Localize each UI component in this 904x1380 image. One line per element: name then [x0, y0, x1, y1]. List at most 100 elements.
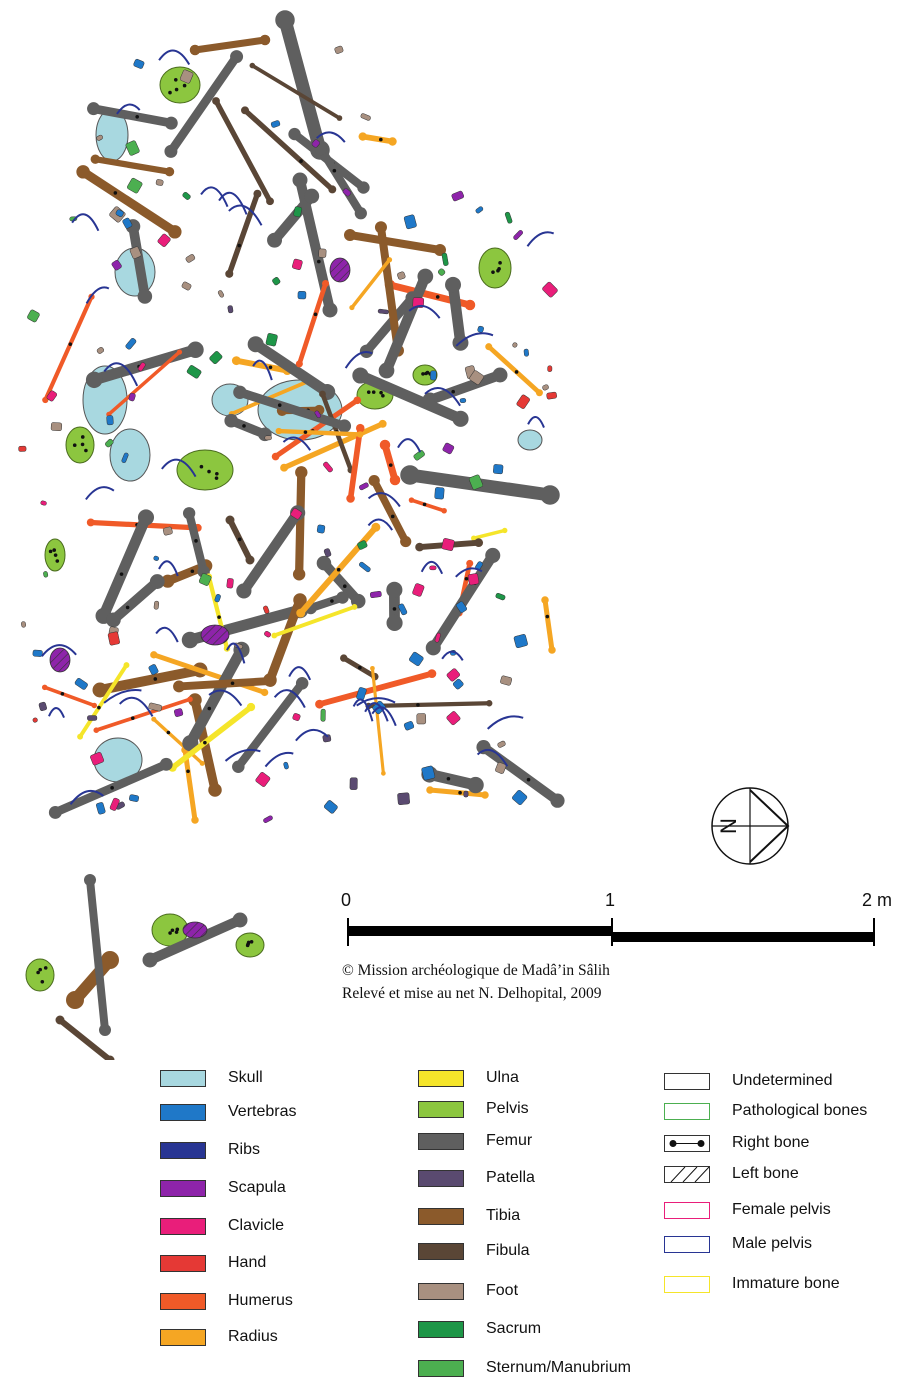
right-bone-dot — [245, 943, 250, 948]
scale-label-1: 1 — [605, 890, 616, 910]
legend-label: Humerus — [228, 1292, 293, 1309]
vertebras-fragment — [121, 452, 129, 463]
right-bone-dot — [237, 243, 242, 248]
tibia-epiphysis — [259, 34, 271, 46]
tibia-bone — [376, 223, 402, 355]
sacrum-fragment — [441, 252, 449, 266]
right-bone-dot — [435, 295, 440, 299]
foot-fragment — [469, 370, 484, 385]
femur-epiphysis — [99, 1024, 111, 1036]
clavicle-fragment — [542, 281, 558, 298]
tibia-epiphysis — [292, 568, 306, 581]
fibula-epiphysis — [328, 185, 337, 194]
humerus-bone — [409, 498, 446, 513]
right-bone-dot — [390, 514, 395, 519]
right-bone-dot — [424, 371, 428, 376]
right-bone-dot — [421, 372, 425, 376]
legend-label: Fibula — [486, 1242, 530, 1259]
humerus-bone — [43, 294, 94, 403]
rib-fragment — [41, 644, 77, 657]
foot-fragment — [512, 342, 518, 348]
tibia-epiphysis — [295, 466, 308, 479]
legend-item-humerus: Humerus — [160, 1290, 293, 1312]
legend-label: Immature bone — [732, 1275, 840, 1292]
vertebras-fragment — [297, 291, 307, 300]
right-bone-dot — [381, 394, 385, 398]
rib-fragment — [119, 696, 154, 717]
sternum-manubrium-fragment — [43, 571, 49, 578]
right-bone-dot — [215, 471, 219, 476]
scapula-fragment — [314, 410, 322, 419]
fibula-epiphysis — [336, 115, 343, 121]
foot-fragment — [181, 281, 192, 291]
tibia-epiphysis — [264, 675, 277, 687]
rib-fragment — [71, 213, 100, 232]
legend-swatch — [418, 1242, 464, 1260]
rib-fragment — [397, 438, 422, 453]
radius-epiphysis — [191, 816, 199, 824]
right-bone-dot — [358, 665, 362, 670]
femur-epiphysis — [137, 509, 155, 526]
radius-epiphysis — [481, 791, 489, 799]
legend-label: Foot — [486, 1282, 519, 1299]
vertebras-fragment — [270, 120, 281, 128]
vertebras-fragment — [125, 338, 137, 350]
rib-fragment — [441, 650, 464, 661]
rib-fragment — [282, 436, 312, 451]
femur-epiphysis — [337, 419, 352, 433]
femur-epiphysis — [85, 371, 103, 389]
right-bone-dot — [277, 403, 282, 407]
tibia-epiphysis — [208, 783, 222, 797]
legend-swatch — [418, 1207, 464, 1225]
rib-fragment — [424, 387, 461, 407]
pelvis-fragment — [159, 66, 201, 104]
tibia-epiphysis — [188, 693, 202, 707]
right-bone-dot — [207, 706, 212, 711]
clavicle-fragment — [292, 713, 301, 721]
radius-bone — [486, 344, 542, 396]
right-bone-dot — [166, 730, 171, 735]
femur-bone — [447, 279, 466, 349]
legend-label: Scapula — [228, 1179, 286, 1196]
femur-epiphysis — [48, 806, 62, 819]
legend-swatch — [664, 1201, 710, 1219]
clavicle-fragment — [292, 258, 303, 270]
foot-fragment — [148, 702, 163, 712]
hand-fragment — [263, 605, 270, 614]
femur-epiphysis — [187, 341, 204, 359]
right-bone-dot — [313, 312, 318, 317]
femur-bone — [89, 104, 176, 128]
legend-label: Vertebras — [228, 1103, 297, 1120]
legend-label: Right bone — [732, 1134, 810, 1151]
legend-item-sacrum: Sacrum — [418, 1318, 541, 1340]
rib-fragment — [155, 626, 179, 643]
femur-epiphysis — [137, 289, 153, 304]
tibia-epiphysis — [101, 951, 119, 969]
femur-epiphysis — [267, 232, 283, 248]
femur-epiphysis — [182, 507, 196, 520]
fibula-bone — [250, 63, 342, 120]
right-bone-dot — [174, 87, 179, 92]
fibula-epiphysis — [241, 106, 249, 115]
femur-epiphysis — [357, 181, 370, 194]
femur-epiphysis — [452, 410, 469, 427]
legend-swatch — [664, 1235, 710, 1253]
radius-epiphysis — [150, 651, 158, 659]
rib-fragment — [273, 689, 306, 709]
sternum-manubrium-fragment — [437, 268, 446, 276]
sternum-manubrium-fragment — [125, 140, 140, 156]
fibula-bone — [213, 98, 273, 204]
radius-bone — [233, 357, 291, 374]
femur-epiphysis — [540, 485, 560, 505]
rib-fragment — [224, 748, 261, 762]
tibia-epiphysis — [400, 535, 412, 548]
right-bone-dot — [379, 390, 383, 395]
scapula-fragment — [342, 188, 352, 197]
femur-epiphysis — [378, 362, 395, 379]
rib-fragment — [48, 707, 65, 718]
legend-item-female-pelvis: Female pelvis — [664, 1199, 831, 1221]
femur-epiphysis — [182, 735, 199, 752]
radius-epiphysis — [296, 608, 306, 618]
right-bone-dot — [207, 469, 211, 474]
femur-bone — [269, 191, 317, 246]
